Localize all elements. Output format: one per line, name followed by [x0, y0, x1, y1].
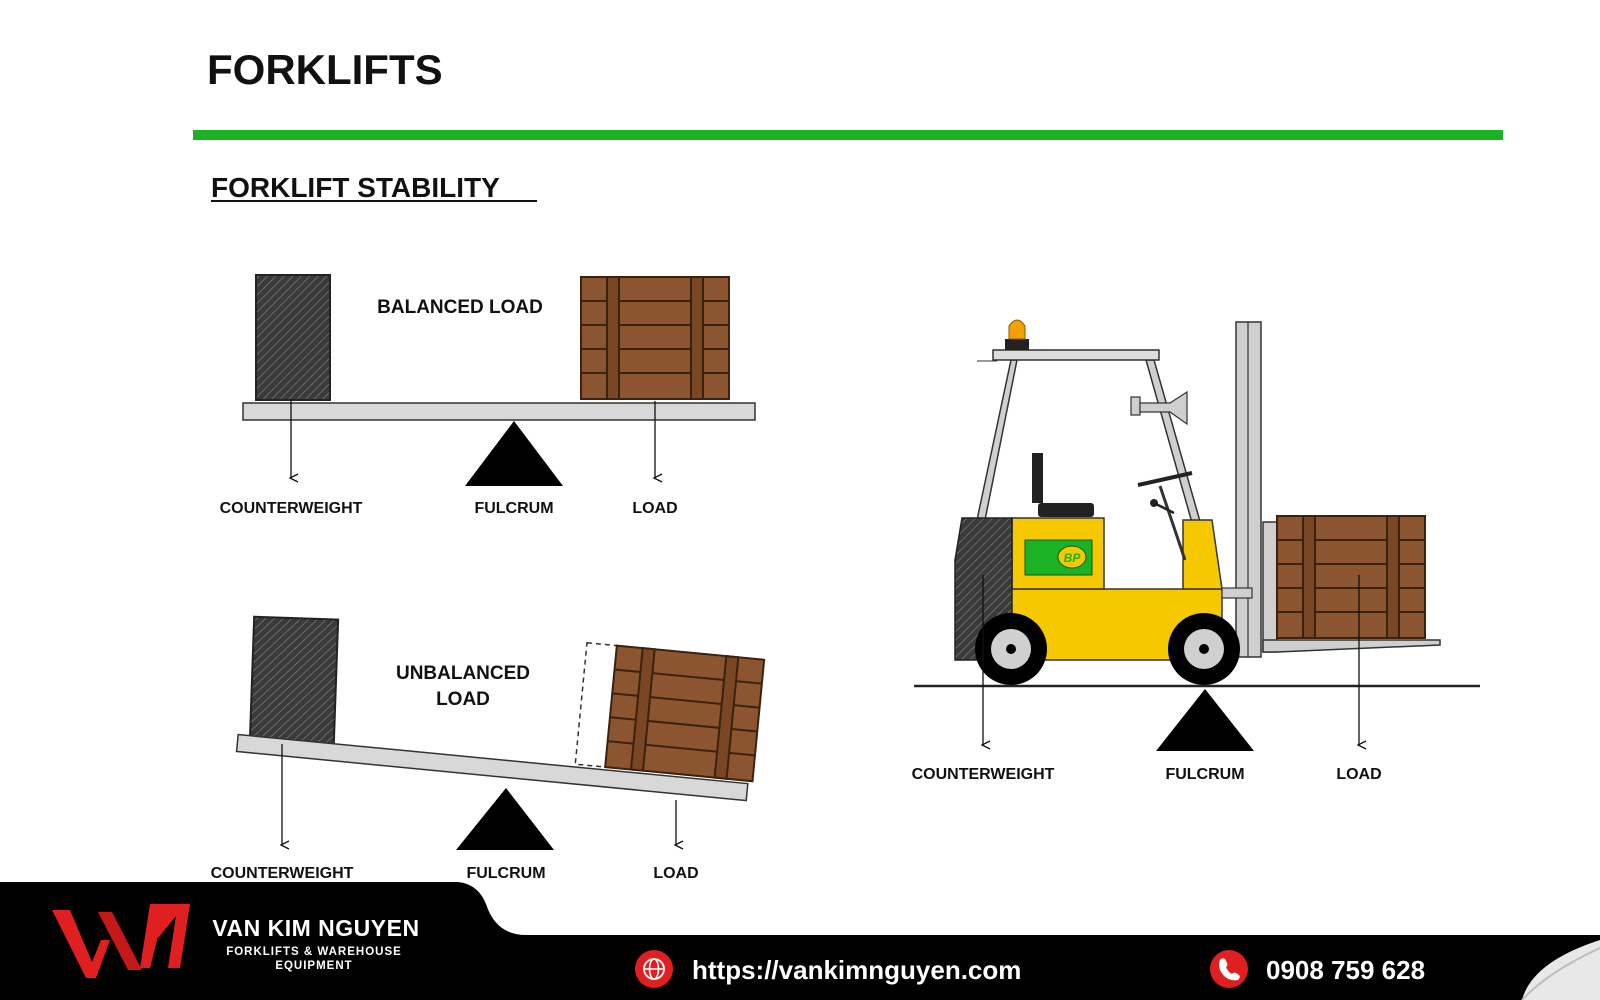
fulcrum-triangle: [456, 788, 554, 850]
header-divider: [193, 130, 1503, 140]
overhead-guard-roof: [992, 349, 1160, 361]
counterweight-label: COUNTERWEIGHT: [211, 865, 354, 882]
steering-wheel: [1137, 471, 1193, 487]
brand-name: VAN KIM NGUYEN: [212, 915, 419, 941]
balanced-load-diagram: BALANCED LOAD COUNTERWEIGHT FULCRUM LOAD: [220, 274, 756, 517]
lever-beam: [242, 402, 756, 421]
fulcrum-triangle: [465, 421, 563, 486]
footer-bar: VAN KIM NGUYEN FORKLIFTS & WAREHOUSE EQU…: [0, 882, 1600, 1000]
unbalanced-load-caption-line2: LOAD: [436, 689, 490, 710]
counterweight-block: [255, 274, 331, 401]
brand-tagline-line1: FORKLIFTS & WAREHOUSE: [226, 946, 402, 958]
brand-tagline-line2: EQUIPMENT: [275, 960, 352, 972]
counterweight-label: COUNTERWEIGHT: [220, 500, 363, 517]
seat-back: [1032, 453, 1043, 503]
bp-logo-icon: [1057, 545, 1087, 569]
overhead-guard-rear-post: [976, 359, 1018, 521]
vkn-logo-icon: [52, 904, 190, 978]
phone-number[interactable]: 0908 759 628: [1266, 955, 1425, 985]
phone-icon: [1210, 950, 1248, 988]
load-crate: [604, 644, 766, 783]
load-label: LOAD: [1336, 766, 1381, 783]
bp-badge-text: BP: [1064, 551, 1082, 565]
page-curl: [1522, 940, 1600, 1000]
fork-carriage: [1262, 521, 1278, 653]
steering-column: [1158, 485, 1187, 561]
lever-beam: [235, 733, 749, 802]
footer-background: [0, 882, 1600, 1000]
fulcrum-triangle: [1156, 689, 1254, 751]
fulcrum-label: FULCRUM: [474, 500, 553, 517]
forklift-diagram: BP COUNTERWEIGHT FULCRUM LOAD: [912, 319, 1480, 783]
forks: [1262, 639, 1441, 653]
front-wheel: [1168, 613, 1240, 685]
tilt-cylinder: [1221, 587, 1253, 599]
front-cowl: [1182, 519, 1223, 590]
fulcrum-label: FULCRUM: [466, 865, 545, 882]
globe-icon: [635, 950, 673, 988]
horn: [1139, 390, 1188, 426]
balanced-load-caption: BALANCED LOAD: [377, 297, 543, 318]
seat: [1038, 503, 1094, 517]
section-title: FORKLIFT STABILITY: [211, 172, 500, 203]
counterweight-label: COUNTERWEIGHT: [912, 766, 1055, 783]
page-title: FORKLIFTS: [207, 46, 443, 93]
load-crate: [1276, 515, 1426, 639]
unbalanced-load-caption-line1: UNBALANCED: [396, 663, 530, 684]
load-label: LOAD: [653, 865, 698, 882]
rear-wheel: [975, 613, 1047, 685]
section-title-underline: [211, 200, 537, 202]
mirror: [1130, 396, 1141, 416]
load-label: LOAD: [632, 500, 677, 517]
counterweight-block: [248, 615, 340, 747]
beacon-light-icon: [1008, 319, 1026, 340]
load-crate: [580, 276, 730, 400]
website-link[interactable]: https://vankimnguyen.com: [692, 955, 1021, 985]
beacon-base: [1005, 339, 1029, 350]
unbalanced-load-diagram: UNBALANCED LOAD COUNTERWEIGHT FULCRUM LO…: [211, 615, 766, 882]
fulcrum-label: FULCRUM: [1165, 766, 1244, 783]
